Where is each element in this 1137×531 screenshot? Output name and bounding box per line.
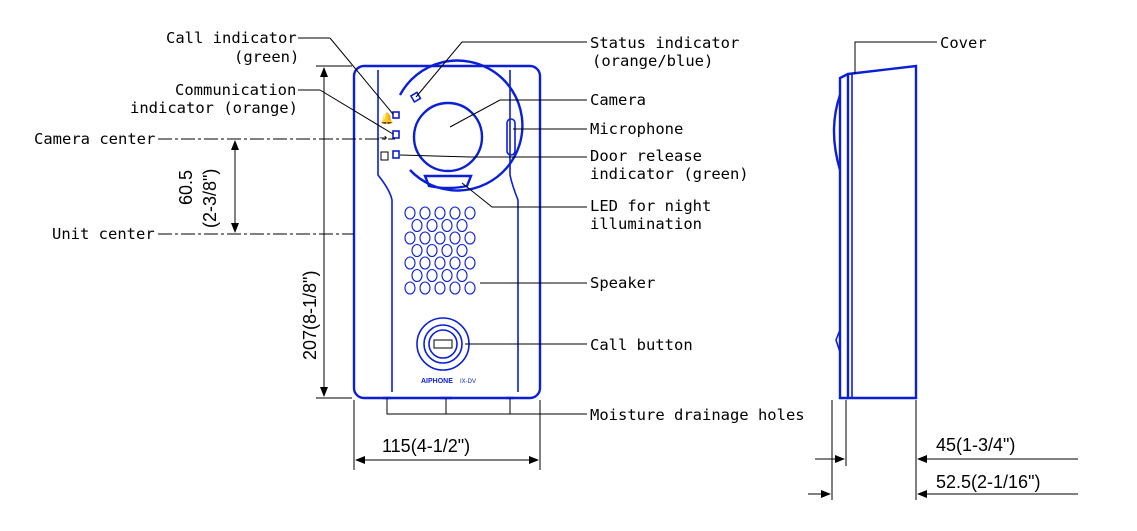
label-cover: Cover	[940, 34, 987, 52]
speaker-hole	[411, 268, 423, 283]
led-night-illumination	[423, 174, 473, 190]
speaker-hole	[404, 206, 416, 220]
label-door-release: Door release	[590, 147, 702, 165]
speaker-hole	[434, 231, 446, 245]
model-text: IX-DV	[460, 379, 476, 385]
camera-bezel	[398, 59, 524, 192]
label-door-release-sub: indicator (green)	[590, 165, 749, 183]
dim-text-height: 207(8-1/8")	[300, 271, 320, 360]
bell-icon: 🔔	[380, 112, 394, 125]
speaker-hole	[449, 231, 461, 245]
label-camera-center: Camera center	[34, 130, 155, 148]
leader-led	[461, 182, 587, 208]
speaker-hole	[434, 256, 446, 270]
speaker-hole	[404, 231, 416, 245]
door-icon	[380, 151, 389, 161]
dim-text-depth-total: 52.5(2-1/16")	[936, 472, 1040, 492]
speaker-hole	[456, 268, 468, 283]
label-microphone: Microphone	[590, 120, 683, 138]
side-body	[846, 64, 918, 400]
side-cover	[838, 72, 849, 400]
label-status-indicator-sub: (orange/blue)	[592, 52, 713, 70]
label-speaker: Speaker	[590, 274, 655, 292]
leader-call-indicator	[329, 37, 394, 115]
speaker-hole	[419, 231, 431, 245]
leader-door-release	[399, 154, 587, 158]
microphone-slot	[506, 118, 516, 156]
speaker-hole	[404, 281, 416, 295]
leader-moisture	[386, 398, 587, 415]
label-call-indicator: Call indicator	[166, 29, 297, 47]
leader-cover	[854, 41, 937, 74]
speaker-hole	[426, 268, 438, 283]
speaker-hole	[464, 206, 476, 220]
speaker-hole	[456, 243, 468, 258]
speaker-hole	[426, 243, 438, 258]
leader-status	[415, 41, 587, 98]
speaker-hole	[441, 218, 453, 233]
dim-text-camera-offset: 60.5	[176, 170, 196, 205]
label-status-indicator: Status indicator	[590, 34, 739, 52]
label-communication: Communication	[175, 81, 296, 99]
call-indicator-led	[392, 111, 400, 119]
label-call-button: Call button	[590, 336, 693, 354]
speaker-hole	[434, 206, 446, 220]
speaker-hole	[456, 218, 468, 233]
speaker-hole	[434, 281, 446, 295]
door-release-indicator-led	[392, 150, 400, 159]
speaker-hole	[426, 218, 438, 233]
dim-text-depth-body: 45(1-3/4")	[936, 435, 1015, 455]
brand-text: AIPHONE	[421, 378, 453, 385]
label-moisture: Moisture drainage holes	[590, 406, 805, 424]
camera-lens	[412, 101, 484, 173]
dim-text-camera-offset-in: (2-3/8")	[200, 169, 220, 228]
speaker-hole	[419, 206, 431, 220]
status-indicator-led	[409, 91, 422, 104]
speaker-hole	[464, 281, 476, 295]
side-button-bump	[835, 329, 841, 353]
speaker-hole	[464, 231, 476, 245]
speaker-hole	[419, 281, 431, 295]
speaker-hole	[449, 206, 461, 220]
speaker-hole	[449, 256, 461, 270]
speaker-hole	[419, 256, 431, 270]
inner-right-edge	[509, 70, 519, 392]
speaker-hole	[464, 256, 476, 270]
leader-camera	[449, 99, 587, 128]
call-button-ring[interactable]	[423, 324, 463, 364]
leader-communication	[319, 89, 394, 135]
speaker-hole	[441, 268, 453, 283]
label-led-night-sub: illumination	[590, 215, 702, 233]
label-call-indicator-sub: (green)	[234, 48, 299, 66]
inner-left-edge	[377, 70, 393, 392]
dim-text-width: 115(4-1/2")	[382, 436, 470, 456]
speaker-grille	[404, 206, 476, 295]
speaker-hole	[404, 256, 416, 270]
side-camera-bump	[832, 94, 842, 171]
side-view	[832, 64, 918, 400]
call-button-label-plate	[433, 339, 453, 349]
front-view: 🔔 → AIPHONE IX-DV	[352, 59, 542, 400]
call-button-inner[interactable]	[428, 329, 458, 359]
speaker-hole	[441, 243, 453, 258]
label-unit-center: Unit center	[52, 225, 155, 243]
label-led-night: LED for night	[590, 197, 711, 215]
speaker-hole	[449, 281, 461, 295]
label-communication-sub: indicator (orange)	[130, 99, 298, 117]
speaker-hole	[411, 243, 423, 258]
speaker-hole	[411, 218, 423, 233]
communication-indicator-led	[392, 130, 400, 139]
label-camera: Camera	[590, 91, 646, 109]
